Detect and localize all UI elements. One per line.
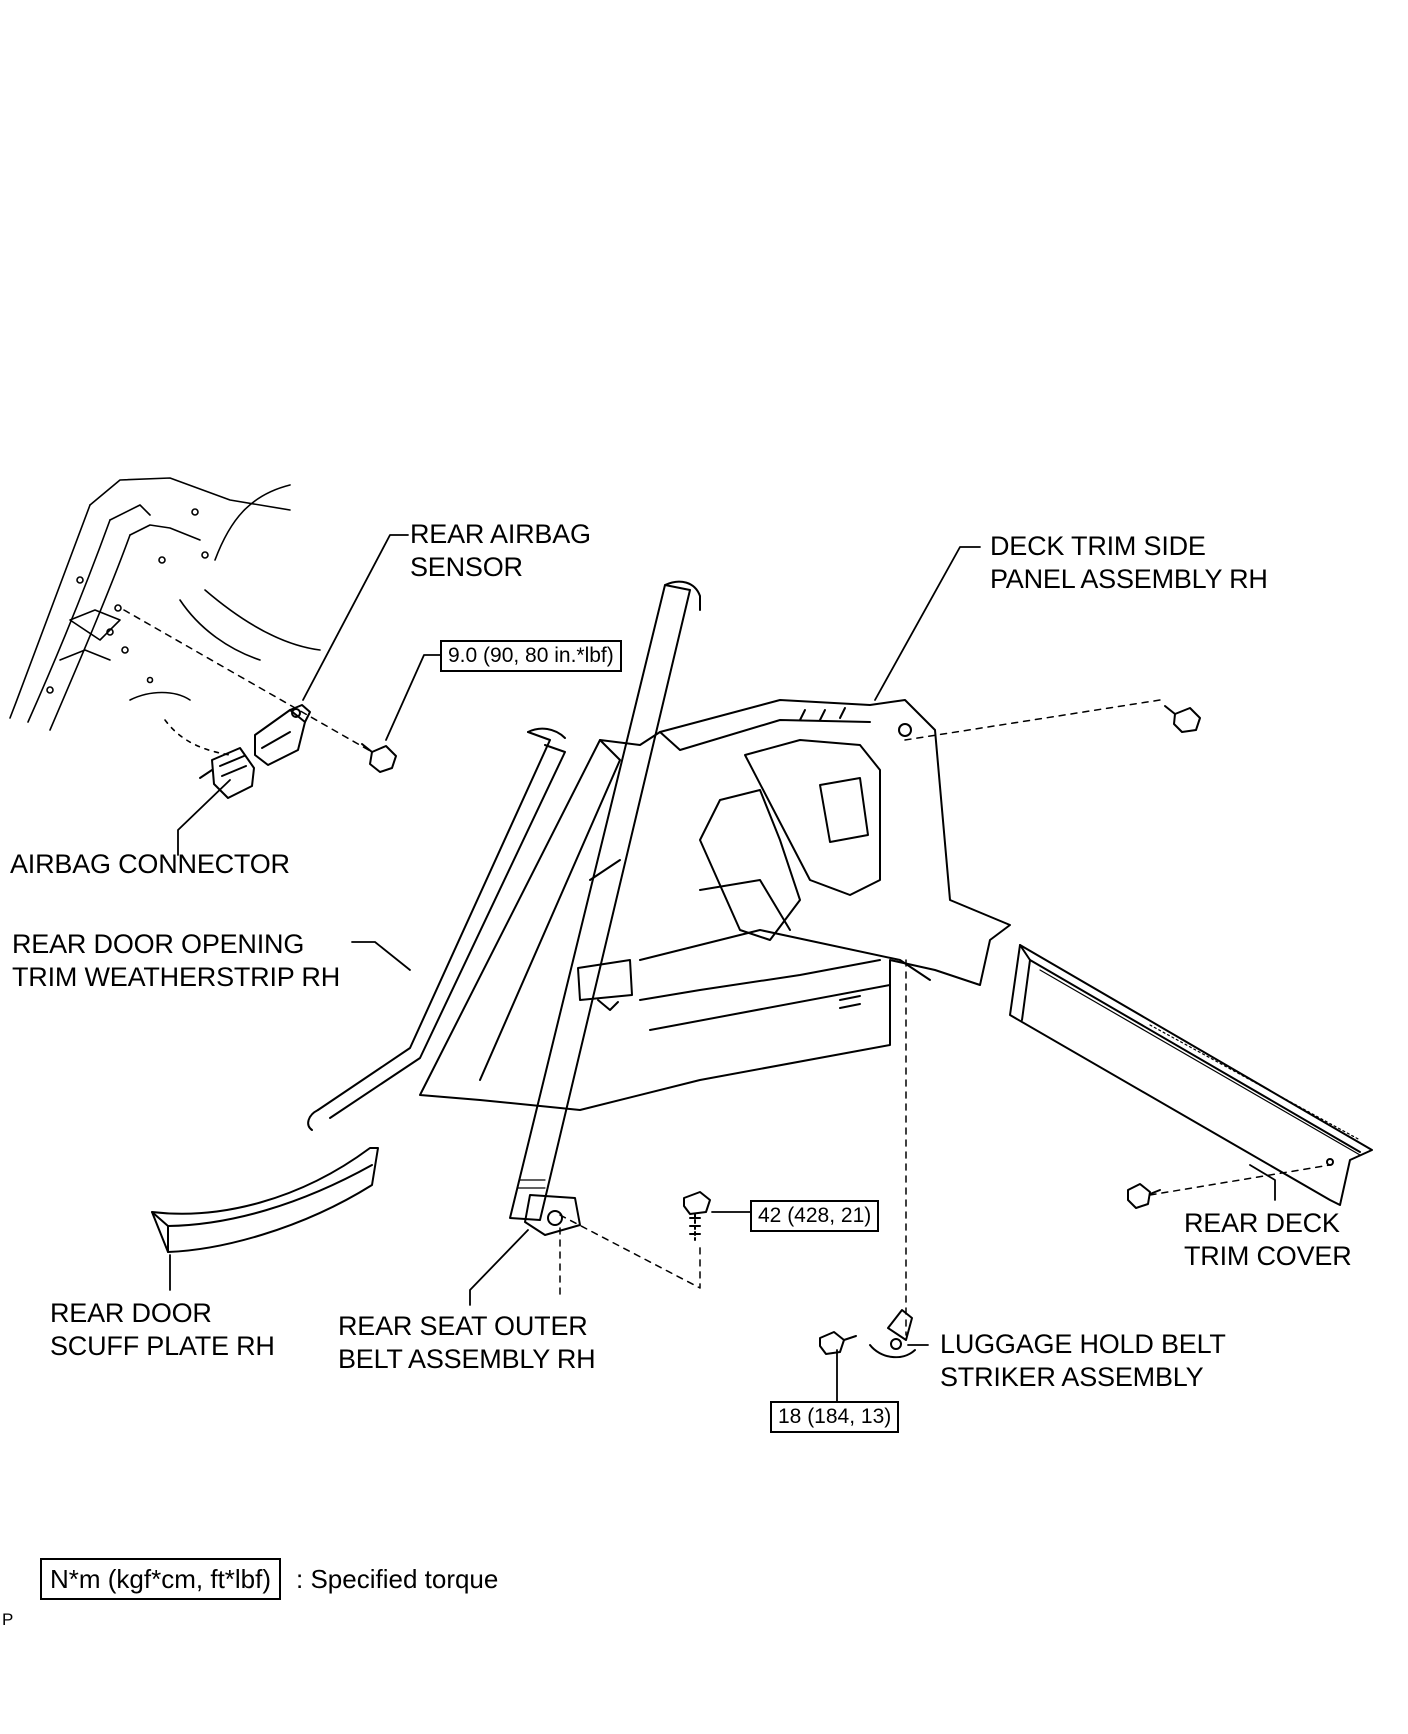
airbag-sensor-bolt (361, 743, 397, 773)
deck-side-panel-bolt (1164, 705, 1201, 733)
rear-airbag-sensor (254, 704, 311, 766)
label-rear-deck-trim-cover: REAR DECK TRIM COVER (1184, 1207, 1352, 1273)
label-line: LUGGAGE HOLD BELT (940, 1329, 1226, 1359)
label-rear-seat-outer-belt: REAR SEAT OUTER BELT ASSEMBLY RH (338, 1310, 596, 1376)
striker-bolt (819, 1331, 857, 1355)
body-panel (9, 477, 321, 756)
label-line: PANEL ASSEMBLY RH (990, 564, 1268, 594)
torque-airbag-sensor-bolt: 9.0 (90, 80 in.*lbf) (440, 640, 622, 672)
label-line: TRIM WEATHERSTRIP RH (12, 962, 341, 992)
label-line: SCUFF PLATE RH (50, 1331, 275, 1361)
label-line: REAR DOOR (50, 1298, 212, 1328)
torque-striker-bolt: 18 (184, 13) (770, 1401, 900, 1433)
torque-belt-anchor-bolt: 42 (428, 21) (750, 1200, 880, 1232)
legend-torque-units: N*m (kgf*cm, ft*lbf) (40, 1558, 282, 1600)
label-luggage-hold-belt-striker: LUGGAGE HOLD BELT STRIKER ASSEMBLY (940, 1328, 1226, 1394)
deck-trim-side-panel (419, 699, 1011, 1111)
label-line: TRIM COVER (1184, 1241, 1352, 1271)
label-line: REAR SEAT OUTER (338, 1311, 588, 1341)
alignment-lines (123, 609, 1331, 1336)
deck-trim-cover-bolt (1127, 1183, 1161, 1209)
label-rear-door-opening-trim: REAR DOOR OPENING TRIM WEATHERSTRIP RH (12, 928, 340, 994)
airbag-connector (199, 747, 255, 799)
figure-code: P (2, 1610, 14, 1629)
label-rear-door-scuff-plate: REAR DOOR SCUFF PLATE RH (50, 1297, 275, 1363)
label-line: BELT ASSEMBLY RH (338, 1344, 596, 1374)
label-line: REAR DECK (1184, 1208, 1340, 1238)
rear-deck-trim-cover (1009, 944, 1373, 1206)
belt-anchor-bolt (683, 1191, 711, 1241)
label-line: DECK TRIM SIDE (990, 531, 1206, 561)
legend-description: : Specified torque (296, 1564, 499, 1594)
label-line: REAR AIRBAG (410, 519, 591, 549)
label-line: REAR DOOR OPENING (12, 929, 305, 959)
rear-seat-outer-belt (509, 580, 701, 1236)
rear-door-scuff-plate (151, 1147, 379, 1253)
label-line: AIRBAG CONNECTOR (10, 849, 290, 879)
luggage-hold-belt-striker (869, 1309, 916, 1359)
label-line: STRIKER ASSEMBLY (940, 1362, 1204, 1392)
label-airbag-connector: AIRBAG CONNECTOR (10, 848, 290, 881)
label-rear-airbag-sensor: REAR AIRBAG SENSOR (410, 518, 591, 584)
leader-lines (169, 534, 1276, 1403)
label-line: SENSOR (410, 552, 523, 582)
rear-door-opening-trim-weatherstrip (307, 727, 566, 1131)
label-deck-trim-side-panel: DECK TRIM SIDE PANEL ASSEMBLY RH (990, 530, 1268, 596)
